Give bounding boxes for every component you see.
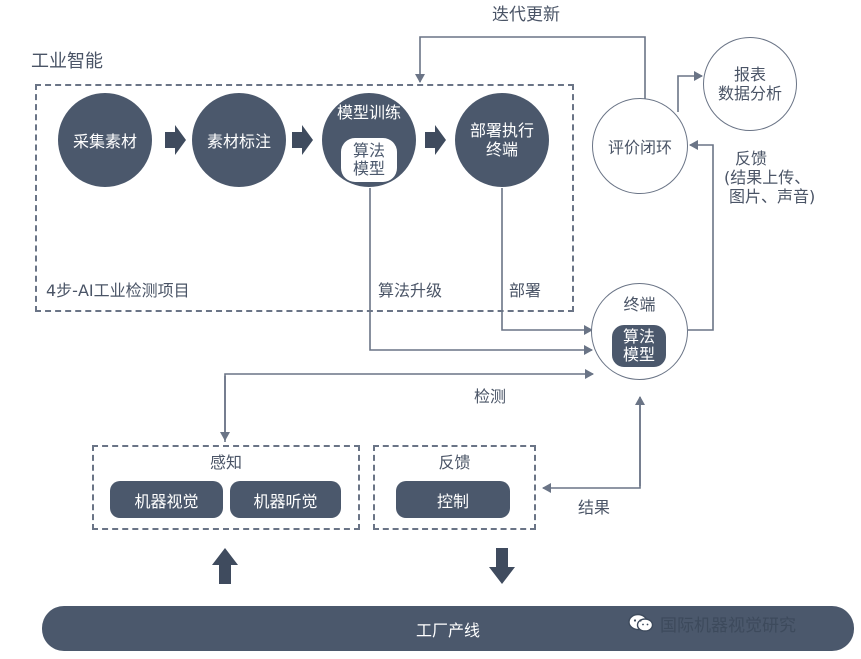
detect-label: 检测 [474, 387, 507, 406]
feedback-arrow [688, 140, 714, 331]
iteration-update-arrow [415, 36, 646, 100]
terminal-label: 终端 [623, 295, 656, 314]
feedback-note-line3: 图片、声音) [729, 187, 816, 206]
machine-hearing-label: 机器听觉 [253, 491, 318, 511]
training-algorithm-model: 算法 模型 [341, 138, 397, 182]
watermark-text: 国际机器视觉研究 [660, 616, 796, 636]
group-footer: 4步-AI工业检测项目 [46, 281, 190, 300]
algorithm-upgrade-label: 算法升级 [378, 281, 443, 300]
machine-vision-label: 机器视觉 [134, 491, 199, 511]
perception-title: 感知 [209, 453, 242, 472]
step-arrow-2 [292, 125, 313, 155]
iteration-update-label: 迭代更新 [492, 5, 560, 25]
terminal-inner-line1: 算法 [622, 327, 655, 347]
terminal-algorithm-model: 算法 模型 [610, 323, 668, 369]
report-analysis-node: 报表 数据分析 [703, 37, 797, 131]
group-title: 工业智能 [31, 51, 103, 72]
result-arrow [542, 398, 641, 493]
feedback-note-line1: 反馈 [735, 149, 768, 168]
machine-hearing-pill: 机器听觉 [230, 481, 341, 518]
algorithm-upgrade-arrow [369, 188, 593, 355]
evaluation-loop-node: 评价闭环 [592, 98, 688, 194]
step-annotate-material: 素材标注 [192, 93, 286, 187]
machine-vision-pill: 机器视觉 [110, 481, 223, 518]
report-line2: 数据分析 [717, 84, 782, 103]
deploy-label: 部署 [509, 281, 542, 300]
step-arrow-3 [425, 125, 446, 155]
ai-project-group [35, 84, 574, 312]
training-inner-line2: 模型 [352, 159, 385, 178]
feedback-box-title: 反馈 [438, 453, 471, 472]
factory-down-arrow [489, 548, 515, 584]
feedback-box [373, 445, 536, 530]
training-inner-line1: 算法 [352, 141, 385, 161]
step-collect-material: 采集素材 [58, 93, 152, 187]
report-arrow [677, 71, 703, 112]
result-label: 结果 [578, 498, 611, 517]
factory-line-bar: 工厂产线 [42, 606, 854, 651]
wechat-icon [628, 613, 654, 632]
perception-box [92, 445, 360, 530]
step-collect-label: 采集素材 [72, 132, 137, 151]
control-pill: 控制 [396, 481, 510, 518]
control-label: 控制 [436, 491, 469, 511]
factory-line-label: 工厂产线 [415, 620, 480, 640]
deploy-arrow [501, 188, 593, 335]
evaluation-label: 评价闭环 [607, 138, 672, 157]
factory-up-arrow [212, 548, 238, 584]
terminal-inner-line2: 模型 [622, 345, 655, 364]
step-arrow-1 [165, 125, 186, 155]
report-line1: 报表 [733, 64, 766, 84]
detect-arrow [224, 369, 594, 442]
step-annotate-label: 素材标注 [206, 132, 271, 151]
feedback-note-line2: (结果上传、 [724, 168, 811, 187]
step-deploy-line2: 终端 [485, 140, 518, 159]
step-training-label: 模型训练 [336, 103, 401, 122]
step-deploy-terminal: 部署执行 终端 [455, 93, 549, 187]
step-deploy-line1: 部署执行 [469, 120, 534, 140]
